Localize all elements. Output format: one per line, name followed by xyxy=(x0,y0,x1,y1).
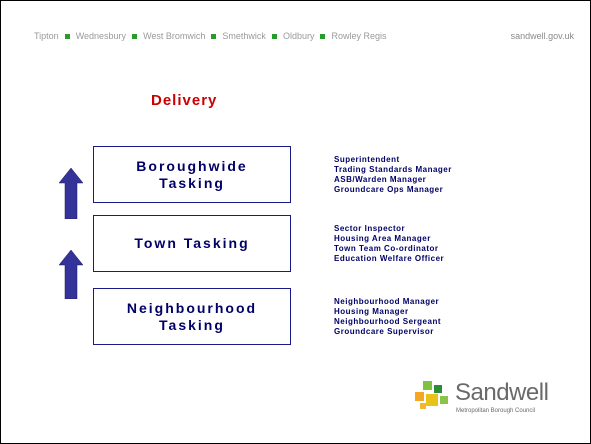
sandwell-logo-mark-icon xyxy=(415,381,448,409)
role-item: Housing Area Manager xyxy=(334,234,431,243)
neighbourhood-tasking-box: Neighbourhood Tasking xyxy=(93,288,291,345)
town-name: Rowley Regis xyxy=(331,31,387,41)
town-name: West Bromwich xyxy=(143,31,206,41)
separator-square-icon xyxy=(64,33,70,39)
box-label-line: Tasking xyxy=(159,316,225,333)
separator-square-icon xyxy=(211,33,217,39)
box-label-line: Tasking xyxy=(159,174,225,191)
sandwell-logo: Sandwell Metropolitan Borough Council xyxy=(415,379,575,421)
box-label-line: Boroughwide xyxy=(136,157,248,174)
logo-subtitle: Metropolitan Borough Council xyxy=(456,408,536,414)
header-bar: Tipton Wednesbury West Bromwich Smethwick Ol… xyxy=(34,29,574,45)
boroughwide-roles-list: Superintendent Trading Standards Manager… xyxy=(334,155,452,195)
role-item: Groundcare Ops Manager xyxy=(334,185,444,194)
role-item: Sector Inspector xyxy=(334,224,406,233)
role-item: Neighbourhood Manager xyxy=(334,297,440,306)
boroughwide-tasking-box: Boroughwide Tasking xyxy=(93,146,291,203)
up-arrow-icon xyxy=(59,250,83,299)
role-item: Trading Standards Manager xyxy=(334,165,452,174)
role-item: Groundcare Supervisor xyxy=(334,327,434,336)
up-arrow-icon xyxy=(59,168,83,219)
role-item: Neighbourhood Sergeant xyxy=(334,317,441,326)
town-roles-list: Sector Inspector Housing Area Manager To… xyxy=(334,224,444,264)
box-label-line: Neighbourhood xyxy=(126,299,258,316)
town-name: Wednesbury xyxy=(75,31,127,41)
separator-square-icon xyxy=(271,33,277,39)
role-item: Education Welfare Officer xyxy=(334,254,445,263)
website-link[interactable]: sandwell.gov.uk xyxy=(510,31,574,41)
separator-square-icon xyxy=(320,33,326,39)
box-label-line: Town Tasking xyxy=(134,235,250,251)
town-name: Smethwick xyxy=(222,31,266,41)
town-name: Oldbury xyxy=(282,31,315,41)
separator-square-icon xyxy=(132,33,138,39)
role-item: Town Team Co-ordinator xyxy=(334,244,439,253)
role-item: ASB/Warden Manager xyxy=(334,175,427,184)
town-list: Tipton Wednesbury West Bromwich Smethwick Ol… xyxy=(34,31,386,41)
slide-title: Delivery xyxy=(151,92,218,109)
town-tasking-box: Town Tasking xyxy=(93,215,291,272)
neighbourhood-roles-list: Neighbourhood Manager Housing Manager Ne… xyxy=(334,297,441,337)
role-item: Superintendent xyxy=(334,155,400,164)
role-item: Housing Manager xyxy=(334,307,409,316)
logo-wordmark: Sandwell xyxy=(455,379,549,406)
town-name: Tipton xyxy=(34,31,59,41)
